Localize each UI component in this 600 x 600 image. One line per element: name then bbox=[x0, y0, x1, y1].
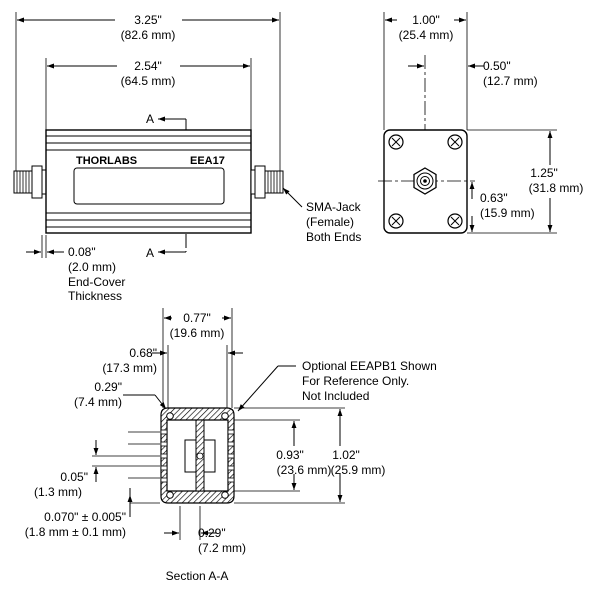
corner-screw-top-left bbox=[388, 134, 404, 150]
section-marker-top: A bbox=[146, 112, 154, 126]
width-mm: (25.4 mm) bbox=[399, 28, 454, 42]
profile-ribs-left bbox=[160, 429, 168, 483]
sma-connector-right bbox=[250, 165, 284, 199]
overall-length-mm: (82.6 mm) bbox=[121, 28, 176, 42]
note-leader-arrow bbox=[237, 365, 279, 412]
front-view: 3.25" (82.6 mm) 2.54" (64.5 mm) A A bbox=[13, 12, 362, 303]
center-offset-value: 0.50" bbox=[483, 59, 511, 73]
slot-width-value: 0.05" bbox=[60, 470, 88, 484]
corner-screw-top-right bbox=[447, 134, 463, 150]
connector-label-1: SMA-Jack bbox=[306, 200, 362, 214]
connector-label-3: Both Ends bbox=[306, 230, 361, 244]
outer-width-mm: (19.6 mm) bbox=[170, 326, 225, 340]
connector-label-2: (Female) bbox=[306, 215, 354, 229]
boss-bottom-right bbox=[221, 491, 229, 499]
corner-screw-bottom-right bbox=[447, 213, 463, 229]
endcover-mm: (2.0 mm) bbox=[68, 260, 116, 274]
body-length-mm: (64.5 mm) bbox=[121, 74, 176, 88]
height-value: 1.25" bbox=[530, 166, 558, 180]
endcover-value: 0.08" bbox=[68, 245, 96, 259]
boss-bottom-left bbox=[166, 491, 174, 499]
overall-length-value: 3.25" bbox=[134, 13, 162, 27]
endcover-label-1: End-Cover bbox=[68, 275, 125, 289]
housing-brand: THORLABS bbox=[76, 155, 137, 167]
endcover-label-2: Thickness bbox=[68, 289, 122, 303]
bottom-offset-mm: (7.2 mm) bbox=[198, 541, 246, 555]
outer-height-value: 1.02" bbox=[332, 448, 360, 462]
boss-top-left bbox=[166, 412, 174, 420]
housing-body: THORLABS EEA17 bbox=[45, 129, 252, 234]
housing-model: EEA17 bbox=[190, 155, 225, 167]
inner-height-mm: (23.6 mm) bbox=[277, 463, 332, 477]
note-line-2: For Reference Only. bbox=[302, 374, 409, 388]
section-marker-bottom: A bbox=[146, 246, 154, 260]
center-sma-jack bbox=[413, 167, 437, 195]
boss-top-right bbox=[221, 412, 229, 420]
section-view: 0.77" (19.6 mm) 0.68" (17.3 mm) 0.29" (7… bbox=[25, 308, 437, 583]
height-mm: (31.8 mm) bbox=[529, 181, 584, 195]
outer-height-mm: (25.9 mm) bbox=[331, 463, 386, 477]
left-offset-mm: (7.4 mm) bbox=[74, 395, 122, 409]
width-value: 1.00" bbox=[412, 13, 440, 27]
inner-width-mm: (17.3 mm) bbox=[102, 361, 157, 375]
note-line-1: Optional EEAPB1 Shown bbox=[302, 359, 437, 373]
connector-leader bbox=[282, 187, 303, 208]
center-height-mm: (15.9 mm) bbox=[480, 206, 535, 220]
center-height-value: 0.63" bbox=[480, 191, 508, 205]
section-title: Section A-A bbox=[166, 569, 229, 583]
inner-height-value: 0.93" bbox=[276, 448, 304, 462]
wall-mm: (1.8 mm ± 0.1 mm) bbox=[25, 525, 126, 539]
corner-screw-bottom-left bbox=[388, 213, 404, 229]
left-offset-value: 0.29" bbox=[94, 380, 122, 394]
sma-connector-left bbox=[13, 165, 47, 199]
profile-ribs-right bbox=[227, 429, 235, 483]
bottom-offset-value: 0.29" bbox=[198, 526, 226, 540]
body-length-value: 2.54" bbox=[134, 59, 162, 73]
left-offset-leader-arrow bbox=[154, 394, 167, 410]
note-line-3: Not Included bbox=[302, 389, 369, 403]
outer-width-value: 0.77" bbox=[183, 311, 211, 325]
optional-pcb-insert bbox=[184, 419, 216, 492]
wall-value: 0.070" ± 0.005" bbox=[44, 510, 126, 524]
center-offset-mm: (12.7 mm) bbox=[483, 74, 538, 88]
slot-width-mm: (1.3 mm) bbox=[34, 485, 82, 499]
inner-width-value: 0.68" bbox=[129, 346, 157, 360]
end-view: 1.00" (25.4 mm) 0.50" (12.7 mm) bbox=[378, 12, 584, 234]
